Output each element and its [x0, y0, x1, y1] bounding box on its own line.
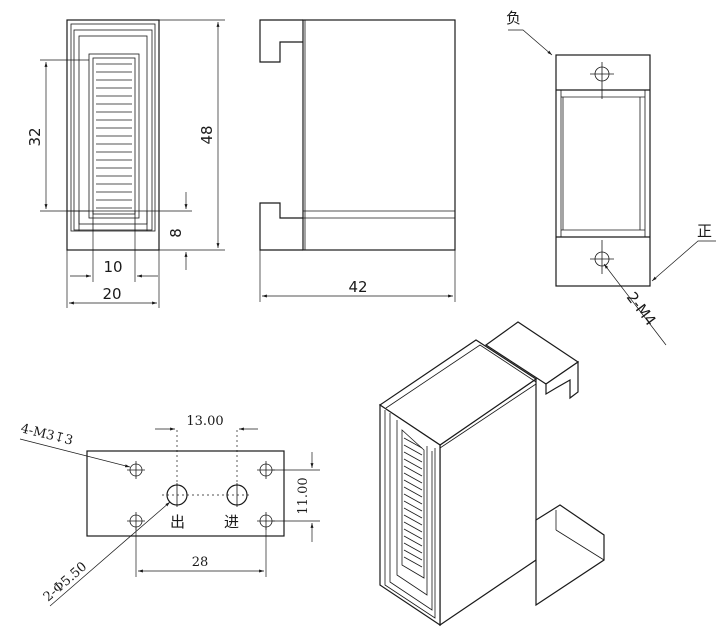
end-leader-negative: [508, 29, 553, 56]
iso-top-tab-side: [545, 360, 579, 400]
dim-32-text: 32: [26, 127, 44, 146]
side-view: 42: [259, 19, 456, 302]
iso-fin-line: [403, 549, 423, 561]
end-view: 负 正 2-M4: [506, 9, 716, 346]
iso-fin-line: [403, 486, 423, 498]
iso-fin-line: [403, 542, 423, 554]
iso-front-face: [379, 403, 441, 627]
side-bottom-tab: [259, 202, 303, 251]
front-fin-frame: [92, 57, 136, 215]
iso-fin-line: [403, 500, 423, 512]
dim-20-text: 20: [102, 285, 121, 303]
end-leader-positive: [651, 240, 716, 282]
front-inner-frame: [73, 29, 153, 231]
leader-ports: [49, 501, 171, 607]
end-label-thread: 2-M4: [623, 289, 660, 330]
end-label-negative: 负: [506, 9, 521, 27]
dim-48-text: 48: [198, 125, 216, 144]
side-body: [302, 19, 456, 251]
iso-fin-line: [403, 458, 423, 470]
iso-fin-line: [403, 528, 423, 540]
dim-11-text: 11.00: [296, 477, 311, 514]
front-fins: [96, 63, 132, 209]
iso-fin-line: [403, 472, 423, 484]
iso-top-front-edge: [439, 383, 537, 449]
bottom-plate: [86, 450, 285, 537]
iso-bottom-tab-step-edge: [555, 529, 605, 561]
iso-fin-line: [403, 451, 423, 463]
bottom-view: 出 进 13.00 28 11.00 4-M3↧3 2-Φ5.50: [19, 414, 320, 607]
iso-fin-line: [403, 521, 423, 533]
iso-fin-line: [403, 493, 423, 505]
leader-mount-holes: [19, 438, 131, 468]
end-leader-thread: [603, 263, 667, 346]
iso-fin-window: [401, 429, 425, 579]
dim-13-text: 13.00: [186, 414, 223, 429]
label-inlet: 进: [224, 513, 239, 531]
end-label-positive: 正: [697, 222, 712, 240]
end-body: [555, 54, 651, 287]
side-top-tab: [259, 19, 303, 63]
front-view: 48 32 8 10 20: [26, 19, 225, 308]
iso-fin-line: [403, 535, 423, 547]
iso-fins: [403, 437, 423, 568]
iso-bottom-tab: [535, 504, 605, 607]
front-cover-plate: [78, 35, 148, 225]
iso-fin-line: [403, 514, 423, 526]
dim-28-text: 28: [192, 555, 209, 570]
front-outer-frame: [70, 23, 156, 232]
iso-fin-line: [403, 479, 423, 491]
dim-8-text: 8: [167, 228, 185, 238]
front-outer-body: [66, 19, 160, 251]
label-ports: 2-Φ5.50: [41, 559, 90, 605]
iso-top-inner-edge: [385, 344, 537, 409]
iso-fin-line: [403, 556, 423, 568]
isometric-view: [378, 321, 605, 627]
iso-frame-outer: [384, 410, 436, 619]
dim-42-text: 42: [348, 278, 367, 296]
label-outlet: 出: [170, 513, 185, 531]
iso-fin-line: [403, 444, 423, 456]
iso-frame-inner: [389, 413, 433, 611]
iso-fin-line: [403, 465, 423, 477]
label-mount-holes: 4-M3↧3: [19, 421, 74, 448]
iso-fin-line: [403, 507, 423, 519]
iso-cover: [396, 420, 428, 596]
front-fin-window: [88, 53, 140, 219]
dim-10-text: 10: [103, 258, 122, 276]
iso-fin-line: [403, 437, 423, 449]
